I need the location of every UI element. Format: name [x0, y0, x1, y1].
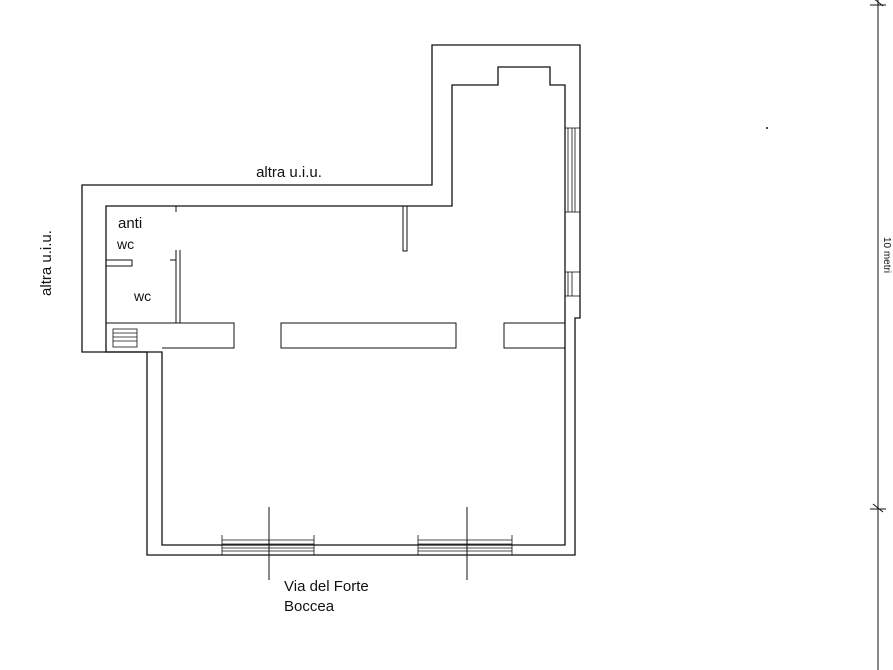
- neighbor-label-left: altra u.i.u.: [38, 230, 55, 296]
- stray-dot: [766, 127, 768, 129]
- room-label-wc-upper: wc: [116, 236, 134, 252]
- left-wall-segment: [162, 322, 235, 349]
- inner-wall: [105, 66, 566, 546]
- bottom-window-right: [417, 535, 513, 555]
- outer-wall: [81, 44, 581, 556]
- bathroom-partitions: [106, 206, 181, 323]
- room-label-anti: anti: [118, 215, 142, 232]
- street-name-line2: Boccea: [284, 598, 335, 615]
- scale-label: 10 metri: [881, 237, 892, 273]
- room-label-wc-lower: wc: [133, 288, 151, 304]
- right-window: [565, 127, 580, 297]
- partition-stub: [402, 205, 408, 252]
- street-name-line1: Via del Forte: [284, 578, 369, 595]
- neighbor-label-top: altra u.i.u.: [256, 164, 322, 181]
- right-wall-segment: [503, 322, 565, 349]
- bottom-window-left: [221, 535, 315, 555]
- scale-bar: [870, 0, 886, 670]
- central-beam: [280, 322, 457, 349]
- left-small-window: [112, 328, 138, 348]
